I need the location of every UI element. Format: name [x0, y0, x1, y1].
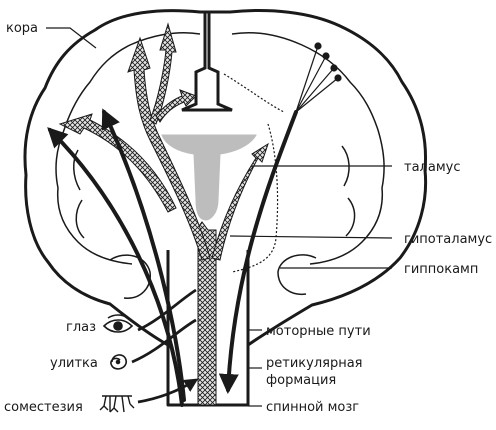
label-hypothalamus: гипоталамус	[404, 232, 492, 247]
wavy-pathways	[223, 73, 285, 273]
brain-outline	[23, 9, 428, 407]
sensory-input-pathways	[131, 288, 199, 404]
label-hippocampus: гиппокамп	[404, 262, 478, 277]
label-cochlea: улитка	[50, 356, 98, 371]
ventricle-shape	[161, 134, 257, 221]
cortical-neurons	[295, 42, 342, 113]
reticular-formation	[58, 22, 269, 406]
label-spinal-cord: спинной мозг	[266, 400, 359, 415]
label-thalamus: таламус	[404, 160, 460, 175]
somesthesia-icon	[99, 395, 135, 413]
label-reticular-line2: формация	[266, 373, 336, 388]
label-eye: глаз	[66, 320, 96, 335]
motor-pathways	[47, 108, 298, 407]
longitudinal-fissure	[181, 12, 233, 112]
cochlea-icon	[110, 354, 127, 370]
temporal-lobes	[109, 254, 317, 299]
label-reticular-line1: ретикулярная	[266, 356, 362, 371]
eye-icon	[102, 314, 134, 333]
label-somesthesia: соместезия	[4, 400, 83, 415]
label-motor-pathways: моторные пути	[266, 324, 371, 339]
label-cortex: кора	[6, 21, 38, 36]
label-leaders	[46, 27, 393, 407]
